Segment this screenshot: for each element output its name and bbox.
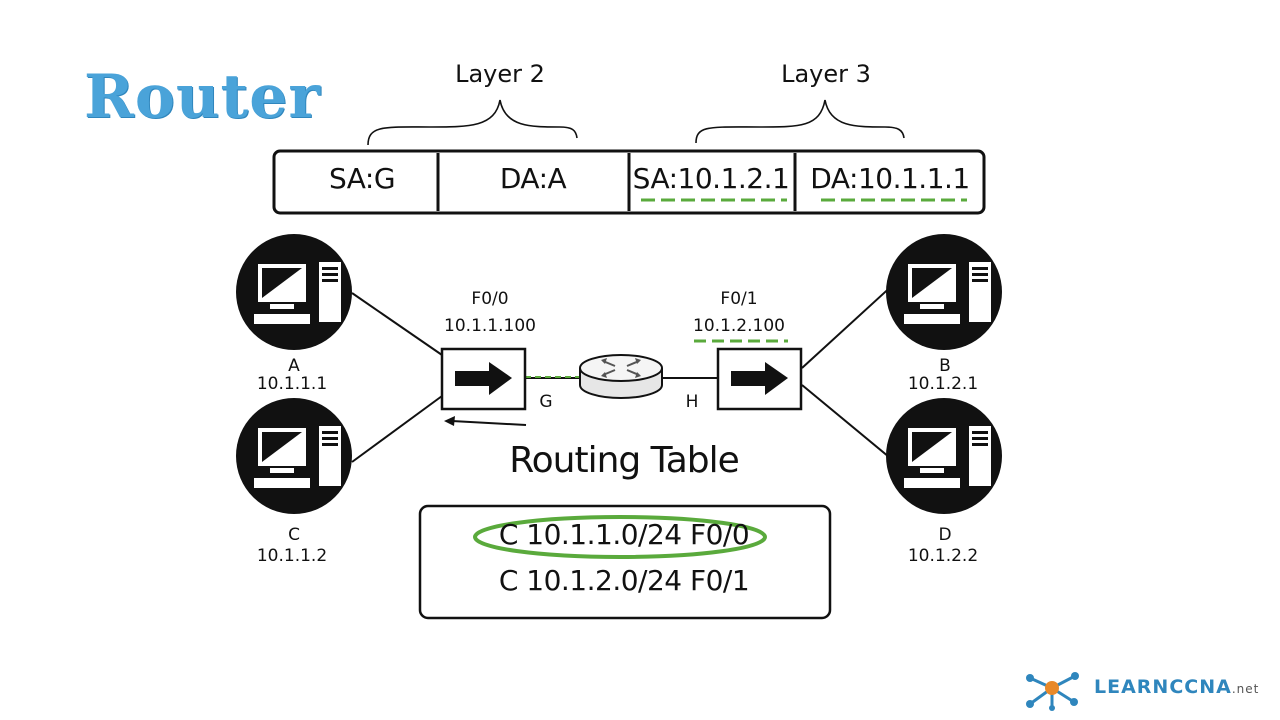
host-b-icon — [886, 234, 1002, 350]
host-b-ip: 10.1.2.1 — [907, 374, 979, 394]
logo-text: LEARNCCNA — [1094, 676, 1232, 698]
logo-suffix: .net — [1231, 682, 1260, 696]
host-c-name: C — [288, 525, 300, 545]
layer2-label: Layer 2 — [455, 60, 545, 88]
learnccna-logo: LEARNCCNA.net — [1094, 676, 1259, 698]
host-d-ip: 10.1.2.2 — [907, 546, 979, 566]
learnccna-logo-icon — [1026, 672, 1079, 711]
routing-table-title: Routing Table — [509, 440, 740, 481]
layer2-brace — [367, 99, 578, 146]
interface-right-name: F0/1 — [720, 289, 758, 309]
field-source-ip: SA:10.1.2.1 — [632, 162, 790, 195]
host-b-name: B — [939, 356, 951, 376]
routing-table-box — [418, 504, 832, 620]
interface-left-ip: 10.1.1.100 — [444, 316, 536, 336]
layer3-label: Layer 3 — [781, 60, 871, 88]
interface-right-mac: H — [685, 392, 699, 412]
router-icon — [579, 354, 663, 399]
host-a-ip: 10.1.1.1 — [256, 374, 328, 394]
host-c-icon — [236, 398, 352, 514]
host-c-ip: 10.1.1.2 — [256, 546, 328, 566]
return-arrow-icon — [444, 416, 527, 426]
field-source-mac: SA:G — [328, 162, 396, 195]
host-d-icon — [886, 398, 1002, 514]
page-title: Router — [84, 62, 322, 132]
field-destination-mac: DA:A — [499, 162, 567, 195]
host-d-name: D — [938, 525, 952, 545]
routing-table-row: C 10.1.2.0/24 F0/1 — [498, 564, 750, 597]
host-a-icon — [236, 234, 352, 350]
layer3-brace — [695, 99, 905, 144]
field-destination-ip: DA:10.1.1.1 — [810, 162, 970, 195]
switch-left-icon — [440, 347, 527, 411]
interface-right-ip: 10.1.2.100 — [693, 316, 785, 336]
route-highlight-oval — [473, 515, 767, 559]
switch-right-icon — [716, 347, 803, 411]
host-a-name: A — [288, 356, 300, 376]
routing-table-row: C 10.1.1.0/24 F0/0 — [498, 518, 750, 551]
interface-left-mac: G — [539, 392, 553, 412]
interface-left-name: F0/0 — [471, 289, 509, 309]
